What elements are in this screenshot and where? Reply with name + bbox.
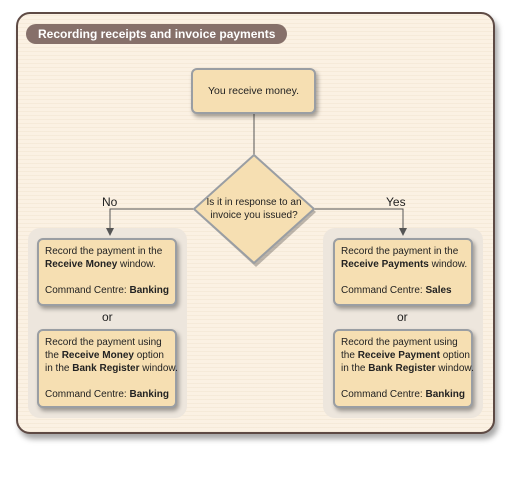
command-centre-value: Banking: [129, 389, 169, 400]
start-node: You receive money.: [191, 68, 316, 114]
connector-yes-branch: [312, 208, 407, 236]
box-text: Record the payment using: [45, 337, 162, 348]
box-text: Record the payment using: [341, 337, 458, 348]
receive-payments-window-box: Record the payment in the Receive Paymen…: [333, 238, 473, 306]
diagram-title: Recording receipts and invoice payments: [26, 24, 288, 44]
box-bold-text: Receive Payments: [341, 259, 429, 270]
decision-text: Is it in response to an invoice you issu…: [196, 196, 312, 222]
branch-yes-label: Yes: [386, 195, 406, 209]
bank-register-receive-payment-box: Record the payment using the Receive Pay…: [333, 329, 474, 408]
box-text: Record the payment in the: [45, 246, 163, 257]
decision-line-2: invoice you issued?: [210, 210, 298, 221]
bank-register-receive-money-box: Record the payment using the Receive Mon…: [37, 329, 178, 408]
or-label-right: or: [397, 310, 408, 324]
box-text: Record the payment in the: [341, 246, 459, 257]
branch-no-label: No: [102, 195, 118, 209]
command-centre-value: Sales: [425, 285, 452, 296]
command-centre-value: Banking: [425, 389, 465, 400]
box-bold-text: Receive Money: [45, 259, 118, 270]
decision-line-1: Is it in response to an: [206, 197, 302, 208]
command-centre-value: Banking: [129, 285, 169, 296]
or-label-left: or: [102, 310, 113, 324]
connector-no-branch: [106, 208, 196, 236]
receive-money-window-box: Record the payment in the Receive Money …: [37, 238, 177, 306]
decision-diamond: [193, 154, 316, 267]
